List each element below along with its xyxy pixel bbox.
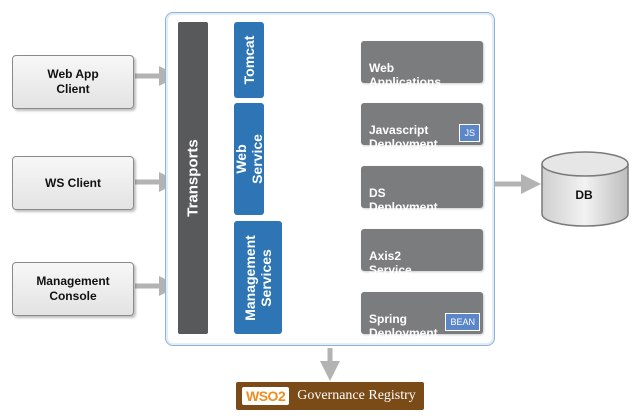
ds-deployment-box: DS Deployment xyxy=(361,166,483,214)
web-applications-label: Web Applications xyxy=(369,61,442,89)
web-service-label: Web Service xyxy=(233,134,265,184)
web-applications-box: Web Applications xyxy=(361,41,483,89)
db-label: DB xyxy=(575,188,593,202)
transports-label: Transports xyxy=(184,139,202,217)
javascript-deployment-box: Javascript Deployment JS xyxy=(361,103,483,151)
web-service-box: Web Service xyxy=(233,103,265,215)
wso2-logo-mark: WSO2 xyxy=(242,387,290,405)
product-name: Governance Registry xyxy=(297,388,416,403)
javascript-deployment-label: Javascript Deployment xyxy=(369,123,438,151)
wso2-governance-registry-logo: WSO2 Governance Registry xyxy=(236,382,424,410)
management-console-box: Management Console xyxy=(12,262,134,316)
ds-deployment-label: DS Deployment xyxy=(369,186,438,214)
bean-tag: BEAN xyxy=(445,313,480,331)
management-services-label: Management Services xyxy=(242,234,274,321)
tomcat-label: Tomcat xyxy=(241,35,257,85)
ws-client-box: WS Client xyxy=(12,156,134,210)
spring-deployment-label: Spring Deployment xyxy=(369,312,438,340)
tomcat-box: Tomcat xyxy=(234,22,264,98)
js-tag: JS xyxy=(459,124,480,142)
web-app-client-box: Web App Client xyxy=(12,55,134,109)
spring-deployment-box: Spring Deployment BEAN xyxy=(361,292,483,340)
db-cylinder-icon xyxy=(541,151,629,227)
management-services-box: Management Services xyxy=(234,221,282,334)
transports-bar: Transports xyxy=(178,22,208,334)
axis2-service-box: Axis2 Service xyxy=(361,229,483,277)
axis2-service-label: Axis2 Service xyxy=(369,249,412,277)
